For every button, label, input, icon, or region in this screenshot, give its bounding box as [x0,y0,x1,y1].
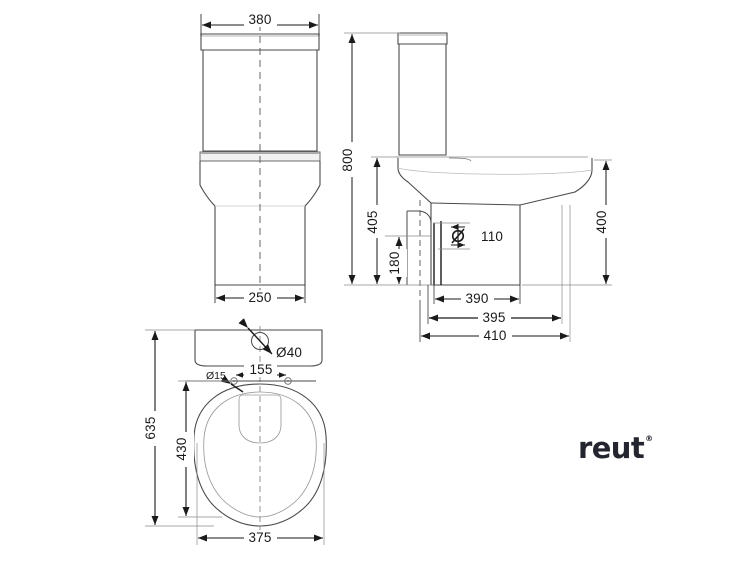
dimension-410-label: 410 [483,328,506,343]
dimension-diameter-40: Ø40 [238,318,302,360]
dimension-430-label: 430 [174,437,189,460]
dimension-155-label: 155 [249,362,272,377]
cistern-lid-outline [200,33,320,51]
dimension-635-label: 635 [143,416,158,439]
dimension-diameter-110: 110 [433,222,503,250]
bowl-front-profile [519,158,593,285]
dimension-430: 430 [174,380,232,518]
bowl-right-profile [304,161,321,285]
fixing-hole-right [284,377,292,385]
plan-flush-rim-detail [238,394,282,444]
dimension-375: 375 [196,443,325,545]
dimension-800: 800 [340,32,434,286]
dimension-400-label: 400 [594,210,609,233]
brand-logo-registered-mark: ® [645,434,654,443]
plan-cistern-footprint [194,329,323,367]
front-elevation-geometry [199,24,321,293]
dimension-380: 380 [200,12,320,36]
dimension-410: 410 [419,205,571,343]
side-cistern-lid [397,32,448,45]
dimension-155: 155 [236,362,286,378]
bowl-rim-underside [397,167,593,175]
diameter-symbol-110 [451,228,465,244]
side-elevation-geometry [396,32,593,300]
dimension-380-label: 380 [248,12,271,27]
dimension-395: 395 [427,205,563,325]
dimension-400: 400 [522,159,614,286]
bowl-skirt-top [430,202,521,206]
side-cistern-body [398,44,447,156]
dimension-405-label: 405 [365,210,380,233]
dimension-405: 405 [365,156,398,284]
dimension-250: 250 [214,285,306,305]
dimension-180: 180 [385,235,432,284]
dimension-180-label: 180 [387,251,402,274]
dimension-375-label: 375 [248,530,271,545]
bowl-left-profile [199,161,216,285]
plan-view-geometry [185,326,327,533]
dimension-d15-label: Ø15 [206,370,226,382]
dimension-diameter-15: Ø15 [206,370,244,393]
dimension-110-label: 110 [481,229,503,244]
dimension-390: 390 [433,285,521,306]
brand-logo: reut ® [578,434,653,463]
waste-outlet-curve [407,210,432,224]
plan-bowl-outer-rim [193,383,327,527]
dimension-d40-label: Ø40 [276,345,302,360]
dimension-800-label: 800 [340,148,355,171]
dimension-250-label: 250 [248,290,271,305]
dimension-390-label: 390 [465,291,488,306]
cistern-outlet-detail [448,157,472,162]
dimension-395-label: 395 [482,310,505,325]
brand-logo-text: reut [578,431,645,465]
dimension-635: 635 [143,329,214,527]
